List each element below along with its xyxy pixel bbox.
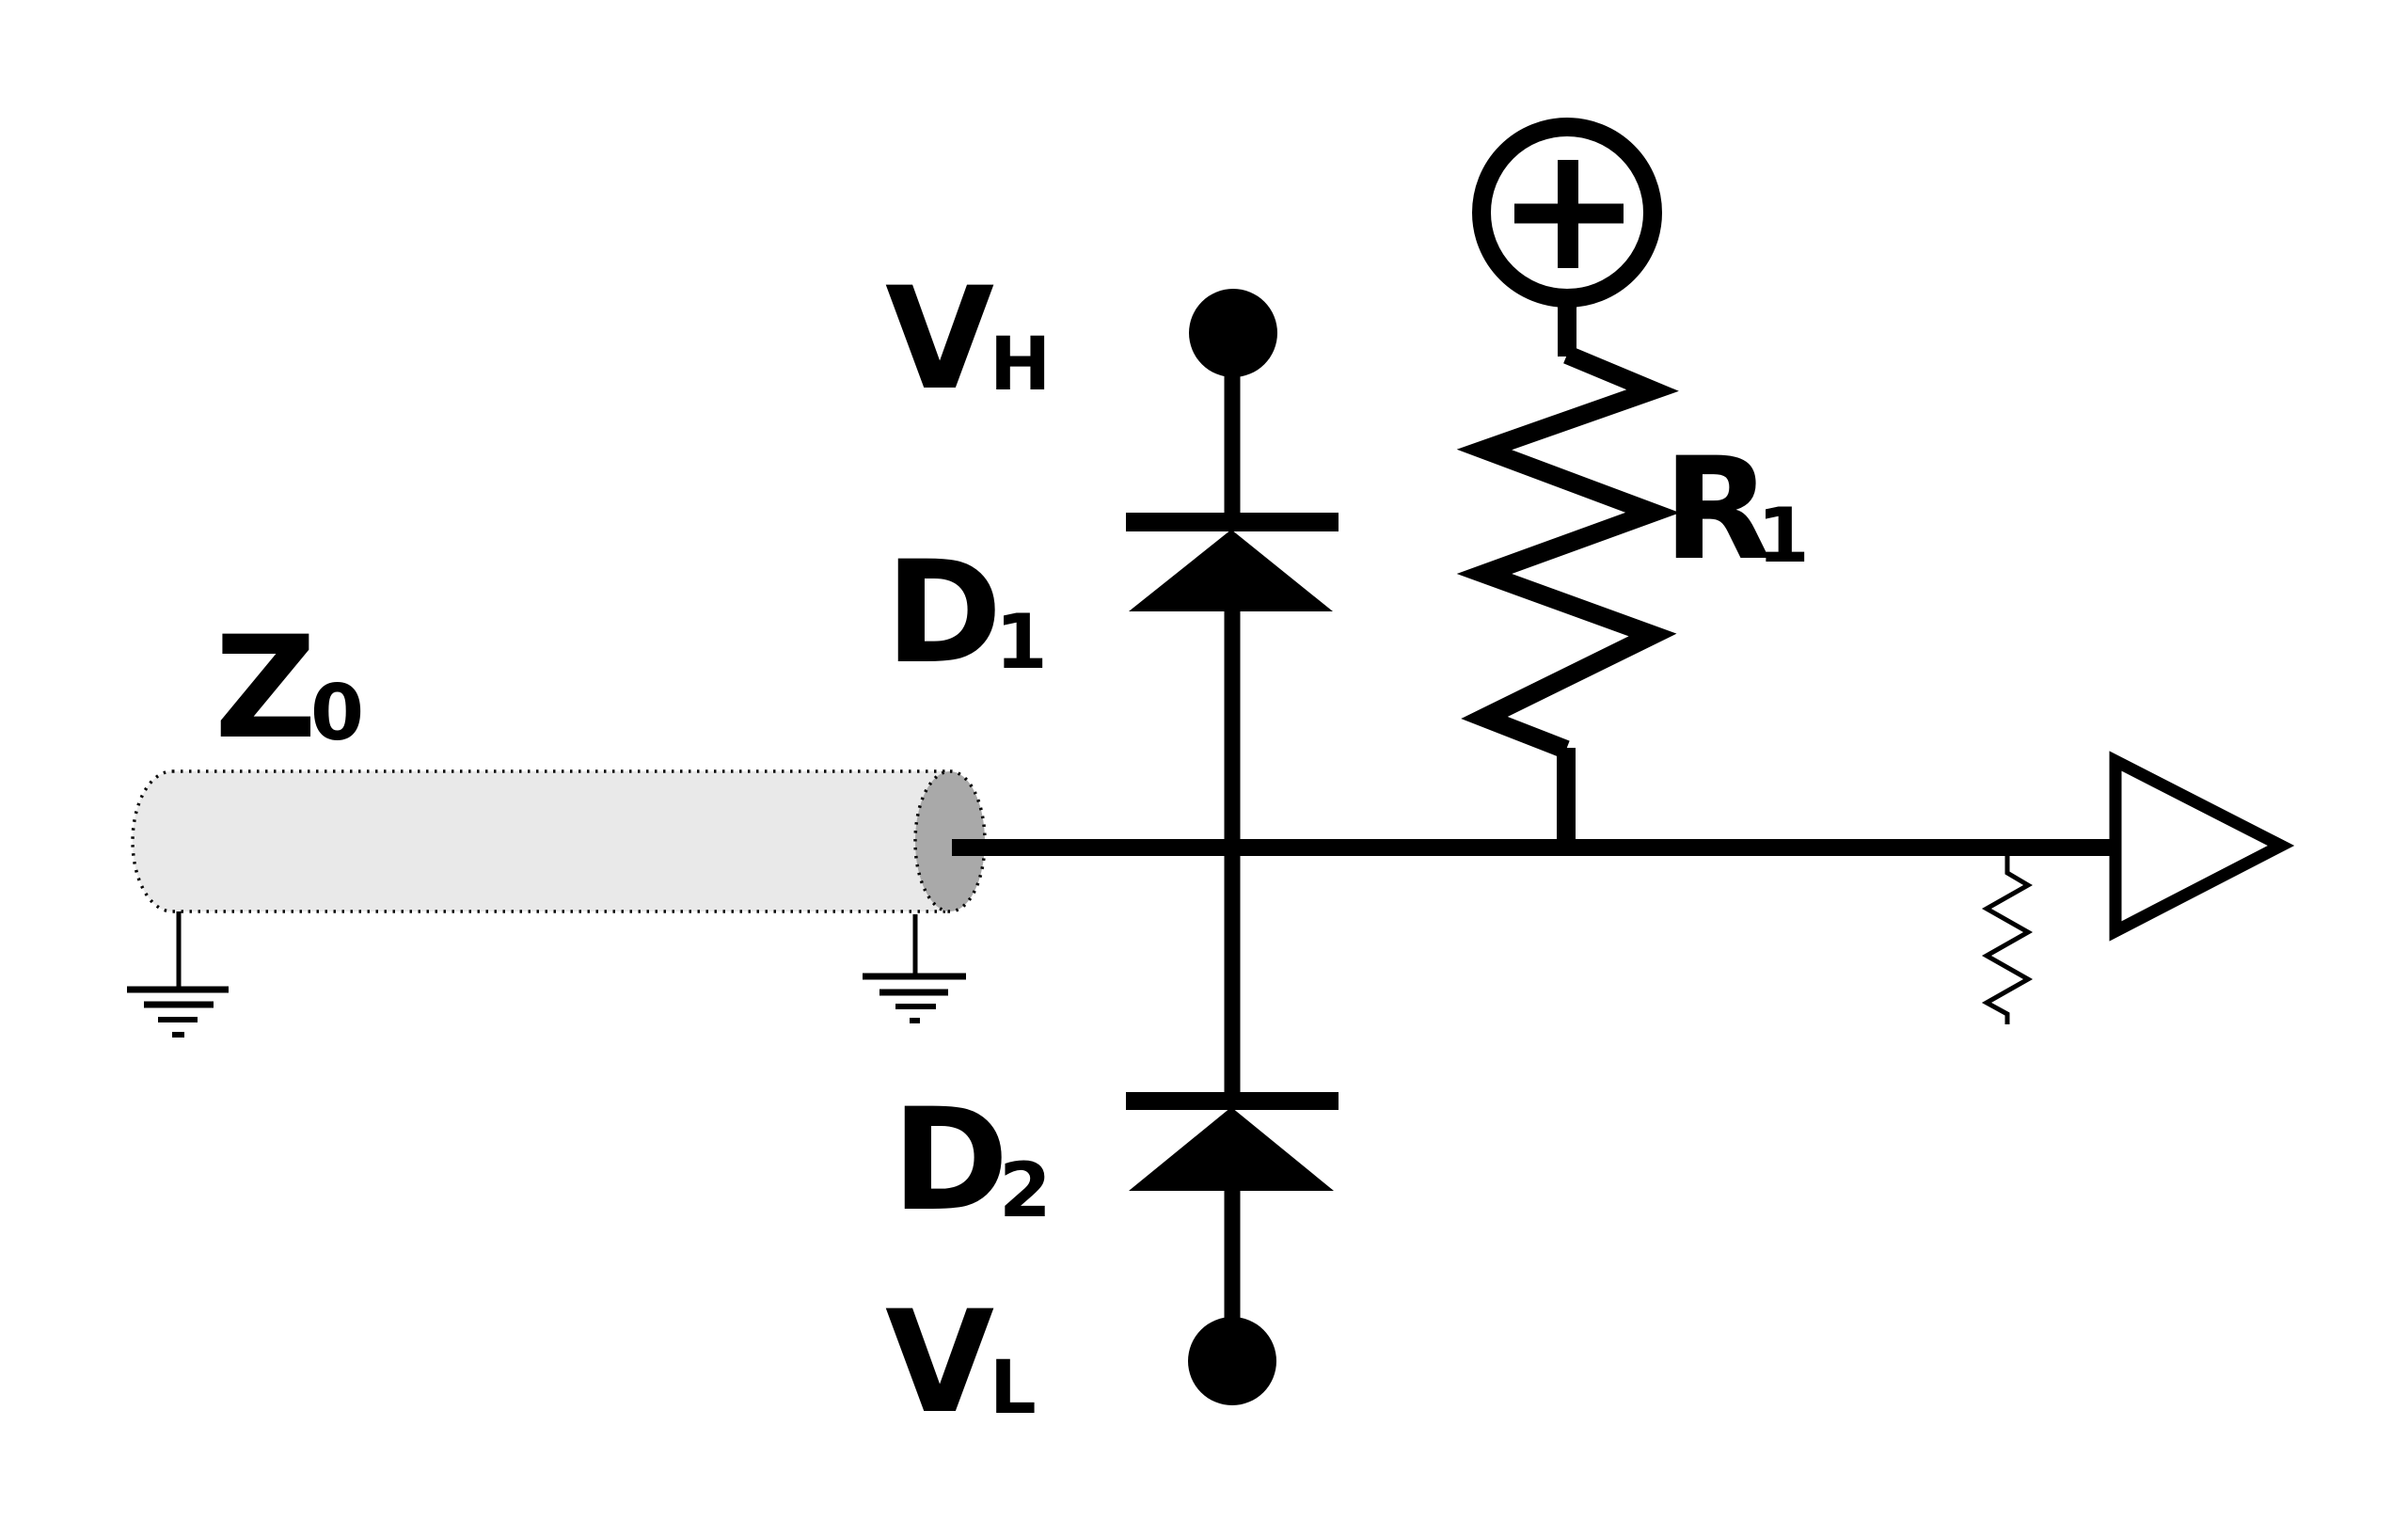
label-d1: D — [885, 531, 1003, 695]
resistor-r1 — [1456, 296, 1680, 841]
diode-d2 — [1126, 1092, 1339, 1191]
label-vl-sub: L — [990, 1346, 1037, 1431]
diode-clamp-column — [1126, 289, 1339, 1405]
transmission-line — [131, 769, 987, 913]
amplifier-triangle — [2109, 751, 2295, 942]
label-vl: V — [885, 1281, 994, 1445]
transmission-line-body — [131, 769, 952, 913]
diode-d1 — [1126, 513, 1339, 611]
termination-resistor — [1981, 854, 2034, 1024]
label-z0: Z — [214, 607, 317, 770]
labels: Z 0 V H D 1 R 1 D 2 V L — [214, 258, 1810, 1445]
label-d2-sub: 2 — [999, 1147, 1052, 1234]
vh-terminal-dot — [1189, 289, 1277, 377]
voltage-source — [1472, 118, 1662, 308]
label-r1: R — [1663, 428, 1772, 592]
vl-terminal-dot — [1188, 1317, 1276, 1405]
label-vh-sub: H — [990, 323, 1051, 407]
label-d2: D — [892, 1079, 1009, 1243]
label-r1-sub: 1 — [1757, 492, 1810, 579]
label-d1-sub: 1 — [995, 598, 1048, 686]
ground-symbol-right — [863, 914, 966, 1023]
label-vh: V — [885, 258, 994, 421]
label-z0-sub: 0 — [310, 669, 364, 758]
ground-symbol-left — [127, 911, 229, 1038]
plus-icon — [1514, 160, 1624, 268]
